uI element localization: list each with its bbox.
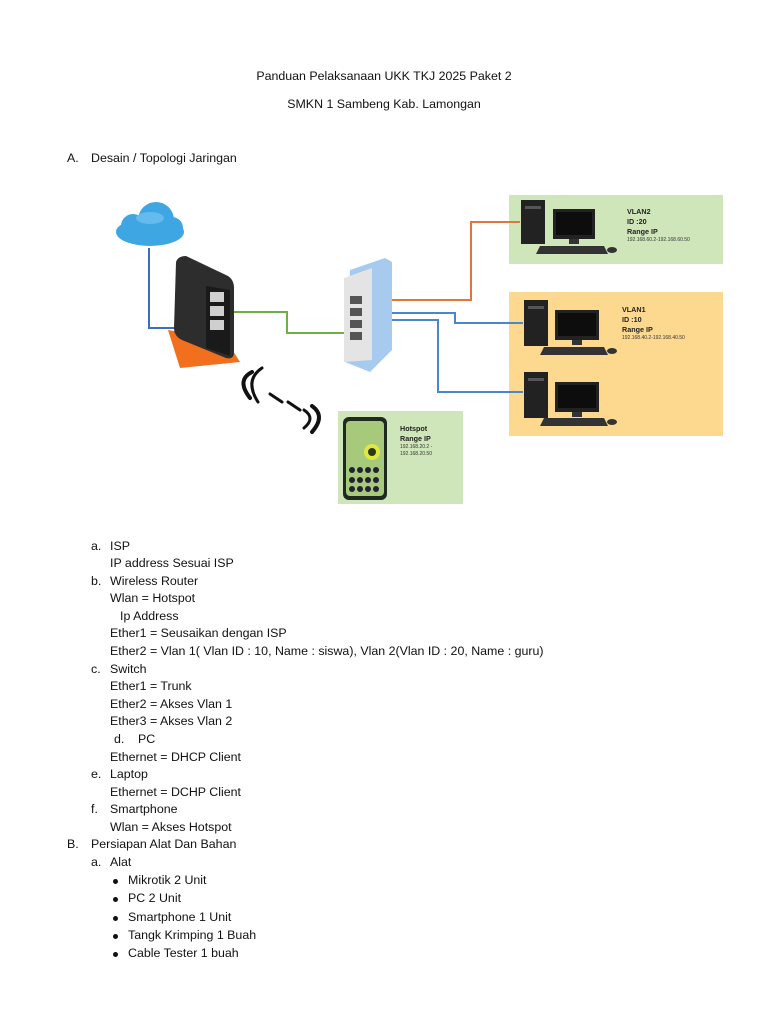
section-a-marker: A. (67, 151, 79, 165)
section-b-marker: B. (67, 837, 79, 851)
pc-vlan2-icon (521, 200, 617, 254)
vlan1-range: 192.168.40.2-192.168.40.50 (622, 335, 685, 341)
item-d-title: PC (138, 732, 156, 746)
item-f-marker: f. (91, 802, 98, 816)
section-b-sub-marker: a. (91, 855, 102, 869)
smartphone-icon (343, 417, 387, 500)
item-e-title: Laptop (110, 767, 148, 781)
item-a-marker: a. (91, 539, 102, 553)
bullet-icon (113, 934, 118, 939)
section-a-title: Desain / Topologi Jaringan (91, 151, 237, 165)
document-title: Panduan Pelaksanaan UKK TKJ 2025 Paket 2 (256, 69, 512, 83)
section-b-sub-title: Alat (110, 855, 132, 869)
vlan2-range-label: Range IP (627, 227, 658, 236)
hotspot-name: Hotspot (400, 424, 428, 433)
wireless-router-icon (168, 256, 240, 368)
item-b-title: Wireless Router (110, 574, 199, 588)
vlan1-pc-cable (360, 312, 523, 324)
vlan2-cable (360, 221, 520, 301)
item-f-title: Smartphone (110, 802, 178, 816)
vlan1-pc2-cable (360, 319, 523, 393)
item-e-line: Ethernet = DCHP Client (110, 785, 241, 799)
tool-item: Cable Tester 1 buah (128, 946, 239, 960)
item-c-line: Ether3 = Akses Vlan 2 (110, 714, 233, 728)
pc-vlan1-second-icon (524, 372, 617, 426)
wireless-signal-icon (241, 366, 321, 434)
item-c-marker: c. (91, 662, 101, 676)
hotspot-range-label: Range IP (400, 434, 431, 443)
vlan2-name: VLAN2 (627, 207, 651, 216)
hotspot-range-start: 192.168.20.2 - (400, 444, 433, 450)
tool-item: Smartphone 1 Unit (128, 910, 232, 924)
vlan1-range-label: Range IP (622, 325, 653, 334)
school-name: SMKN 1 Sambeng Kab. Lamongan (287, 97, 481, 111)
item-a-line: IP address Sesuai ISP (110, 556, 234, 570)
tool-item: Tangk Krimping 1 Buah (128, 928, 257, 942)
item-d-line: Ethernet = DHCP Client (110, 750, 241, 764)
item-a-title: ISP (110, 539, 130, 553)
bullet-icon (113, 916, 118, 921)
item-b-line: Ether1 = Seusaikan dengan ISP (110, 626, 287, 640)
item-e-marker: e. (91, 767, 102, 781)
bullet-icon (113, 897, 118, 902)
pc-vlan1-icon (524, 300, 617, 355)
section-b-title: Persiapan Alat Dan Bahan (91, 837, 237, 851)
item-c-line: Ether2 = Akses Vlan 1 (110, 697, 233, 711)
vlan1-name: VLAN1 (622, 305, 646, 314)
switch-icon (344, 258, 392, 372)
item-f-line: Wlan = Akses Hotspot (110, 820, 232, 834)
item-b-marker: b. (91, 574, 102, 588)
item-b-line: Wlan = Hotspot (110, 591, 196, 605)
item-c-line: Ether1 = Trunk (110, 679, 192, 693)
item-b-line: Ip Address (120, 609, 179, 623)
item-c-title: Switch (110, 662, 147, 676)
bullet-icon (113, 952, 118, 957)
item-d-marker: d. (114, 732, 125, 746)
vlan1-id: ID :10 (622, 315, 642, 324)
hotspot-range-end: 192.168.20.50 (400, 451, 432, 457)
tool-item: PC 2 Unit (128, 891, 182, 905)
item-b-line: Ether2 = Vlan 1( Vlan ID : 10, Name : si… (110, 644, 544, 658)
tool-item: Mikrotik 2 Unit (128, 873, 207, 887)
vlan2-id: ID :20 (627, 217, 647, 226)
vlan2-range: 192.168.60.2-192.168.60.50 (627, 237, 690, 243)
router-switch-cable (226, 311, 350, 334)
bullet-icon (113, 879, 118, 884)
